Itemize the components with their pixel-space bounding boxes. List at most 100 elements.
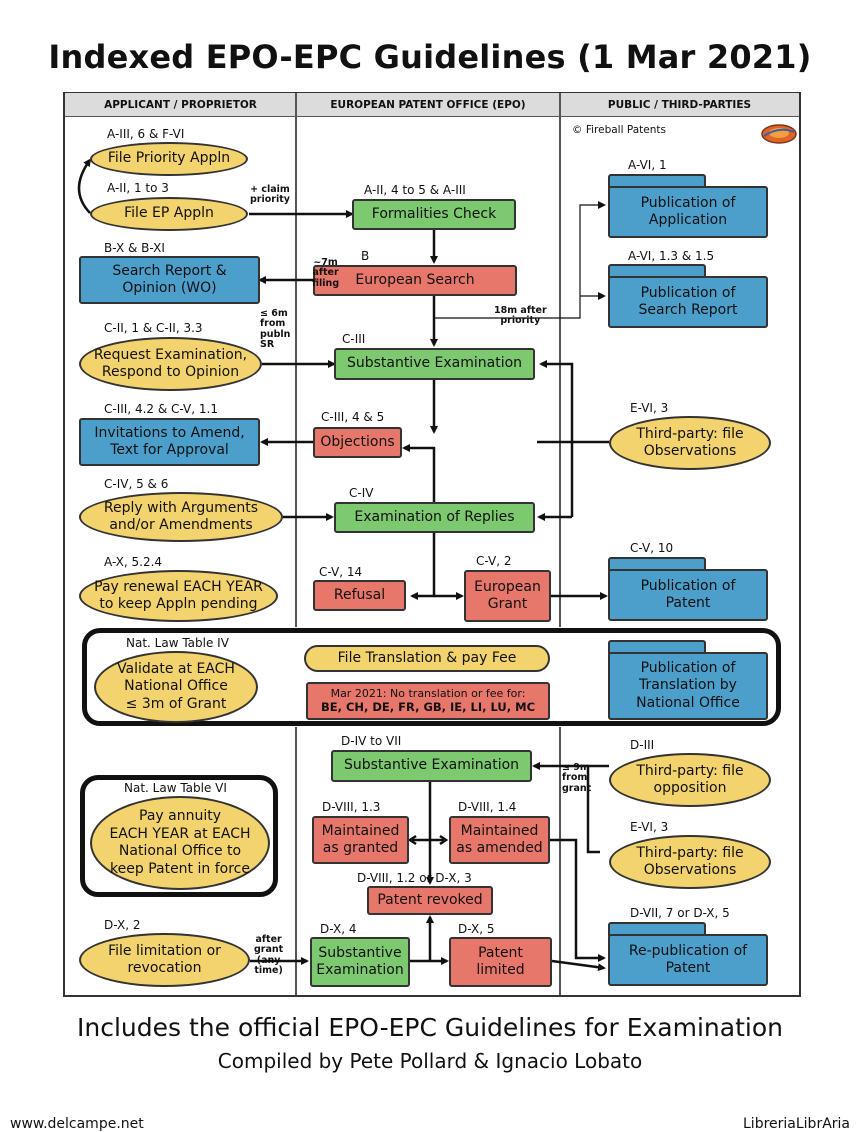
ref-label: A-II, 1 to 3 bbox=[107, 181, 169, 195]
formalities-node[interactable]: Formalities Check bbox=[352, 199, 516, 230]
node-label: Formalities Check bbox=[371, 205, 497, 222]
node-label: Reply with Arguments bbox=[103, 499, 259, 516]
node-label: Patent bbox=[665, 960, 711, 976]
footer-title: Includes the official EPO-EPC Guidelines… bbox=[77, 1013, 783, 1042]
watermark-left: www.delcampe.net bbox=[10, 1116, 144, 1132]
limitation-exam-node[interactable]: Substantive Examination bbox=[310, 937, 410, 987]
patent-limited-node[interactable]: Patent limited bbox=[449, 937, 552, 987]
node-label: Publication of bbox=[640, 577, 736, 594]
annuity-node[interactable]: Pay annuity EACH YEAR at EACH National O… bbox=[90, 796, 270, 890]
ref-label: Nat. Law Table IV bbox=[126, 636, 229, 650]
ref-label: B bbox=[361, 249, 370, 263]
request-exam-node[interactable]: Request Examination, Respond to Opinion bbox=[79, 337, 262, 391]
substantive-exam-node[interactable]: Substantive Examination bbox=[334, 348, 535, 380]
node-label: Substantive Examination bbox=[343, 757, 520, 774]
ref-label: B-X & B-XI bbox=[104, 241, 165, 255]
maintained-granted-node[interactable]: Maintained as granted bbox=[312, 816, 409, 864]
node-label: Refusal bbox=[333, 586, 386, 603]
folder-tab bbox=[608, 640, 706, 654]
node-label: Search Report & bbox=[112, 262, 227, 279]
maintained-amended-node[interactable]: Maintained as amended bbox=[449, 816, 550, 864]
node-label: Substantive Examination bbox=[346, 355, 523, 372]
node-label: File Priority Appln bbox=[107, 150, 231, 167]
node-label: as amended bbox=[456, 840, 543, 856]
ref-label: D-X, 4 bbox=[320, 922, 357, 936]
reply-node[interactable]: Reply with Arguments and/or Amendments bbox=[79, 492, 283, 542]
node-label: Respond to Opinion bbox=[101, 364, 240, 380]
file-priority-node[interactable]: File Priority Appln bbox=[90, 142, 248, 176]
ref-label: D-X, 2 bbox=[104, 918, 141, 932]
ref-label: D-X, 5 bbox=[458, 922, 495, 936]
node-label: Translation by bbox=[639, 677, 737, 694]
note-eighteen-months: 18m after priority bbox=[494, 305, 547, 327]
pub-patent-node[interactable]: Publication of Patent bbox=[608, 569, 768, 621]
exam-replies-node[interactable]: Examination of Replies bbox=[334, 502, 535, 533]
node-label: Publication of bbox=[640, 284, 736, 301]
patent-revoked-node[interactable]: Patent revoked bbox=[367, 886, 493, 915]
note-seven-months: ~7m after filing bbox=[312, 257, 339, 289]
ref-label: E-VI, 3 bbox=[630, 401, 669, 415]
invitations-node[interactable]: Invitations to Amend, Text for Approval bbox=[79, 418, 260, 466]
node-label: Patent bbox=[665, 595, 711, 611]
ref-label: C-III, 4 & 5 bbox=[321, 410, 385, 424]
node-label: National Office to bbox=[118, 843, 242, 859]
ref-label: D-VIII, 1.4 bbox=[458, 800, 517, 814]
ref-label: D-IV to VII bbox=[341, 734, 402, 748]
refusal-node[interactable]: Refusal bbox=[313, 580, 406, 611]
search-report-node[interactable]: Search Report & Opinion (WO) bbox=[79, 256, 260, 304]
ref-label: C-V, 14 bbox=[319, 565, 363, 579]
node-label: Opinion (WO) bbox=[122, 280, 217, 296]
file-ep-node[interactable]: File EP Appln bbox=[90, 197, 248, 231]
column-divider bbox=[559, 727, 561, 995]
no-translation-node[interactable]: Mar 2021: No translation or fee for: BE,… bbox=[306, 682, 550, 720]
annuity-frame bbox=[80, 775, 278, 897]
republication-node[interactable]: Re-publication of Patent bbox=[608, 934, 768, 986]
ref-label: D-III bbox=[630, 738, 655, 752]
node-label: Pay renewal EACH YEAR bbox=[94, 578, 263, 595]
opposition-node[interactable]: Third-party: file opposition bbox=[609, 753, 771, 807]
folder-tab bbox=[608, 264, 706, 278]
note-text: 18m after priority bbox=[494, 305, 547, 327]
european-grant-node[interactable]: European Grant bbox=[464, 570, 551, 622]
pub-translation-node[interactable]: Publication of Translation by National O… bbox=[608, 652, 768, 720]
opposition-exam-node[interactable]: Substantive Examination bbox=[331, 750, 532, 782]
file-translation-node[interactable]: File Translation & pay Fee bbox=[304, 645, 550, 672]
watermark-right: LibreriaLibrAria bbox=[743, 1116, 850, 1132]
pub-search-report-node[interactable]: Publication of Search Report bbox=[608, 276, 768, 328]
node-label: Invitations to Amend, bbox=[94, 424, 245, 441]
node-label: National Office bbox=[636, 694, 740, 711]
ref-label: C-V, 10 bbox=[630, 541, 674, 555]
node-label: Patent bbox=[478, 944, 523, 961]
objections-node[interactable]: Objections bbox=[313, 427, 402, 458]
limitation-node[interactable]: File limitation or revocation bbox=[79, 933, 250, 987]
node-label: opposition bbox=[653, 780, 727, 796]
node-label: Publication of bbox=[640, 194, 736, 211]
page-title: Indexed EPO-EPC Guidelines (1 Mar 2021) bbox=[48, 38, 812, 76]
observations-node[interactable]: Third-party: file Observations bbox=[609, 416, 771, 470]
node-label: revocation bbox=[127, 960, 202, 976]
ref-label: D-VII, 7 or D-X, 5 bbox=[630, 906, 730, 920]
note-claim-priority: + claim priority bbox=[250, 184, 290, 206]
validate-node[interactable]: Validate at EACH National Office ≤ 3m of… bbox=[94, 651, 258, 723]
node-label: Third-party: file bbox=[636, 762, 744, 779]
column-header-public: PUBLIC / THIRD-PARTIES bbox=[560, 93, 799, 117]
note-nine-months: ≤ 9m from grant bbox=[562, 762, 591, 794]
node-label: National Office bbox=[124, 678, 228, 695]
european-search-node[interactable]: European Search bbox=[313, 265, 517, 296]
column-divider bbox=[295, 727, 297, 995]
node-label: File limitation or bbox=[108, 942, 221, 959]
pub-application-node[interactable]: Publication of Application bbox=[608, 186, 768, 238]
node-label: Validate at EACH bbox=[117, 660, 235, 677]
folder-tab bbox=[608, 557, 706, 571]
column-divider bbox=[559, 93, 561, 627]
note-six-months: ≤ 6m from publn SR bbox=[260, 308, 290, 351]
ref-label: A-II, 4 to 5 & A-III bbox=[364, 183, 466, 197]
ref-label: A-III, 6 & F-VI bbox=[107, 127, 185, 141]
node-label: keep Patent in force bbox=[110, 860, 250, 877]
note-text: after grant (any time) bbox=[254, 934, 284, 977]
node-label: Patent revoked bbox=[377, 891, 483, 908]
node-label: Maintained bbox=[321, 822, 400, 839]
observations-node[interactable]: Third-party: file Observations bbox=[609, 835, 771, 889]
renewal-node[interactable]: Pay renewal EACH YEAR to keep Appln pend… bbox=[79, 570, 278, 622]
column-divider bbox=[295, 93, 297, 627]
